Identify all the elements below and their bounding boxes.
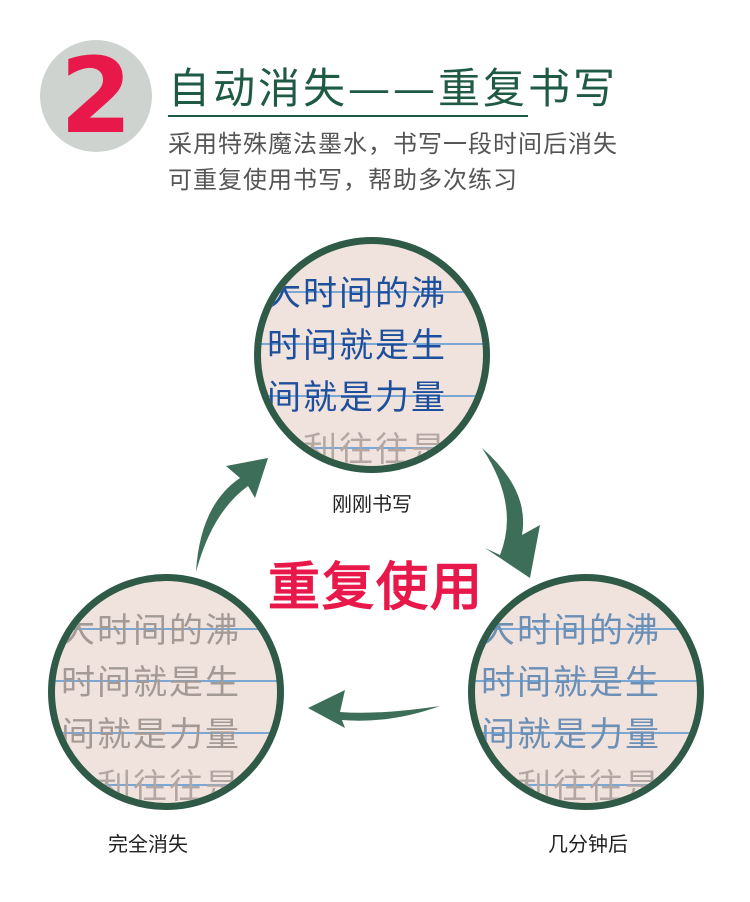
sample-line: 大时间的沸 <box>267 274 447 314</box>
caption-just-written: 刚刚书写 <box>332 492 412 516</box>
step-badge: 2 <box>40 40 152 152</box>
arrow-top-to-right-icon <box>482 448 540 578</box>
arrow-right-to-left-icon <box>308 690 440 728</box>
step-number: 2 <box>59 35 133 157</box>
sample-line: 大时间的沸 <box>61 611 241 651</box>
sample-line: 间就是力量 <box>61 715 241 755</box>
description-line-2: 可重复使用书写，帮助多次练习 <box>168 166 518 194</box>
sample-line: 胜利往往是 <box>481 767 661 807</box>
disappeared-sample: 大时间的沸 时间就是生 间就是力量 胜利往往是 <box>48 574 284 810</box>
sample-line: 时间就是生 <box>267 326 447 366</box>
sample-line: 大时间的沸 <box>481 611 661 651</box>
sample-line: 胜利往往是 <box>267 430 447 470</box>
description-line-1: 采用特殊魔法墨水，书写一段时间后消失 <box>168 130 618 158</box>
caption-after-minutes: 几分钟后 <box>548 832 628 856</box>
sample-line: 间就是力量 <box>267 378 447 418</box>
sample-line: 胜利往往是 <box>61 767 241 807</box>
just-written-sample: 大时间的沸 时间就是生 间就是力量 胜利往往是 <box>254 237 490 473</box>
section-title: 自动消失——重复书写 <box>168 64 619 113</box>
sample-line: 时间就是生 <box>61 663 241 703</box>
after-minutes-sample: 大时间的沸 时间就是生 间就是力量 胜利往往是 <box>468 574 704 810</box>
arrow-left-to-top-icon <box>196 458 268 572</box>
sample-line: 间就是力量 <box>481 715 661 755</box>
title-underline <box>168 115 528 117</box>
sample-line: 时间就是生 <box>481 663 661 703</box>
caption-disappeared: 完全消失 <box>108 832 188 856</box>
reuse-label: 重复使用 <box>268 558 485 618</box>
